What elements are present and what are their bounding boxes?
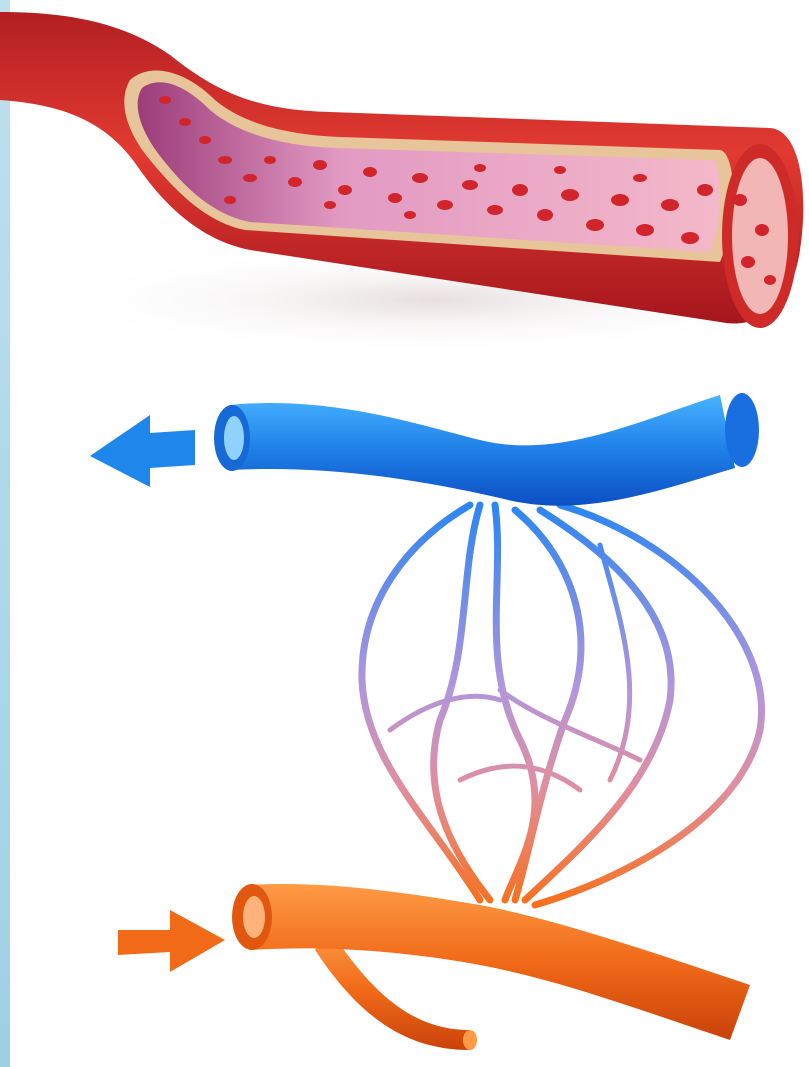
vein-body: [230, 395, 735, 506]
artery-cross-section: [0, 12, 809, 355]
arrow-right-icon: [118, 910, 225, 972]
arteriole-opening-inner: [243, 896, 265, 938]
artery-opening-inner: [732, 158, 788, 314]
arteriole-end: [463, 1030, 477, 1050]
vein-opening-inner: [224, 416, 244, 460]
arteriole: [232, 884, 750, 1050]
vein: [214, 393, 759, 506]
capillary-network: [362, 505, 762, 905]
vein-end: [725, 393, 759, 467]
arrow-left-icon: [90, 415, 195, 487]
